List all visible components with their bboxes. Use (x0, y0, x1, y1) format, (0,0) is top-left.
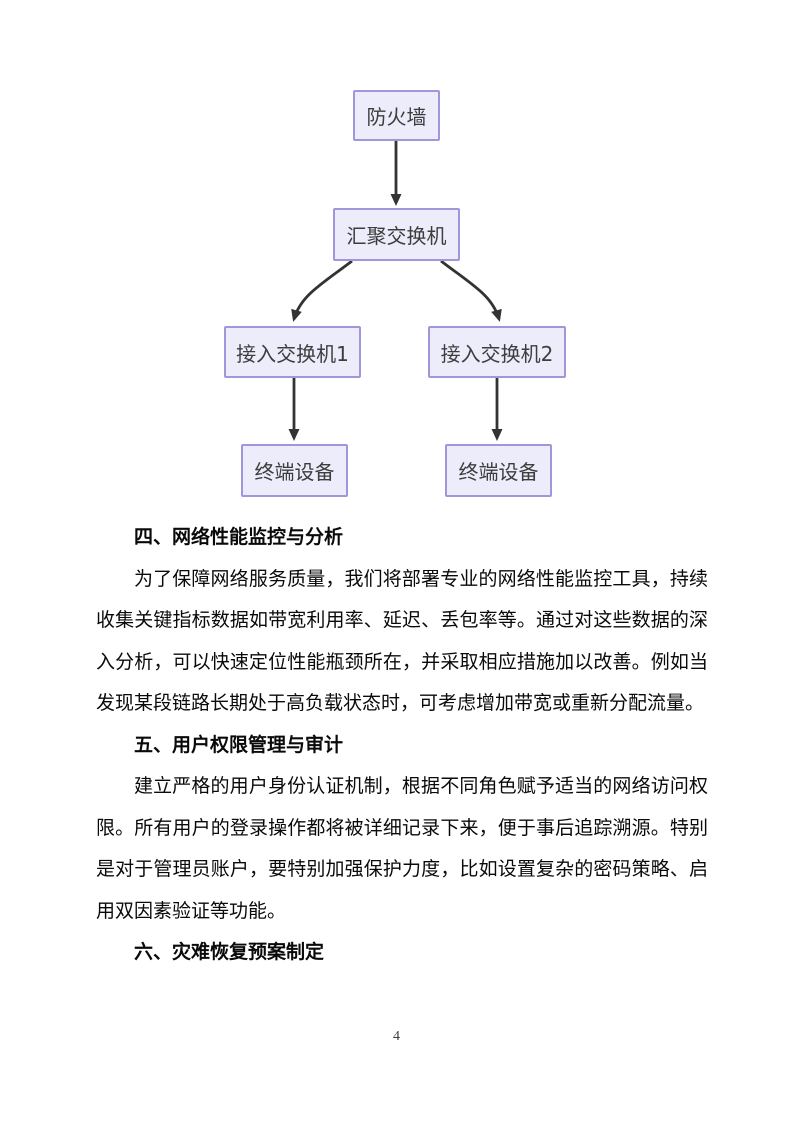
section-heading-6: 六、灾难恢复预案制定 (134, 942, 325, 963)
diagram-node-firewall: 防火墙 (353, 90, 440, 141)
section-paragraph: 为了保障网络服务质量，我们将部署专业的网络性能监控工具，持续收集关键指标数据如带… (96, 568, 708, 715)
section-heading-5: 五、用户权限管理与审计 (134, 734, 344, 756)
diagram-node-access-switch-2: 接入交换机2 (428, 326, 566, 378)
section-paragraph: 建立严格的用户身份认证机制，根据不同角色赋予适当的网络访问权限。所有用户的登录操… (96, 776, 708, 922)
diagram-node-aggregation-switch: 汇聚交换机 (333, 208, 460, 261)
diagram-node-label: 接入交换机1 (236, 341, 349, 366)
page-number: 4 (393, 1029, 400, 1044)
diagram-node-terminal-device-1: 终端设备 (241, 444, 348, 497)
arrow-aggregation-to-access1 (291, 259, 353, 322)
diagram-node-label: 防火墙 (366, 105, 427, 129)
arrow-aggregation-to-access2 (440, 259, 502, 322)
diagram-node-label: 接入交换机2 (440, 341, 554, 366)
diagram-node-label: 汇聚交换机 (346, 224, 447, 248)
network-topology-diagram: 防火墙 汇聚交换机 接入交换机1 接入交换机2 终端设备 终端设备 (0, 0, 793, 520)
diagram-node-access-switch-1: 接入交换机1 (224, 326, 361, 378)
document-body: 四、网络性能监控与分析 为了保障网络服务质量，我们将部署专业的网络性能监控工具，… (96, 517, 708, 974)
diagram-node-label: 终端设备 (458, 460, 539, 484)
section-heading-4: 四、网络性能监控与分析 (134, 527, 344, 548)
diagram-node-label: 终端设备 (254, 460, 335, 484)
diagram-node-terminal-device-2: 终端设备 (445, 444, 552, 497)
diagram-arrows-layer (288, 141, 503, 441)
